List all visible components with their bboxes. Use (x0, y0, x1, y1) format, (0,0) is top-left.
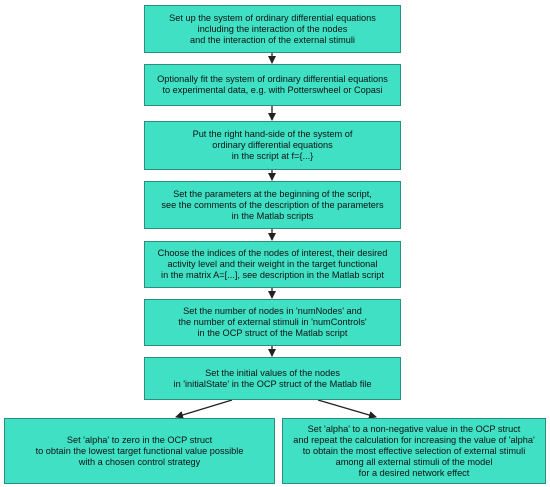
step-6-box: Set the number of nodes in 'numNodes' an… (144, 299, 401, 346)
branch-left-box: Set 'alpha' to zero in the OCP struct to… (4, 418, 275, 484)
arrow-7-right (317, 399, 377, 419)
step-7-box: Set the initial values of the nodes in '… (144, 357, 401, 400)
step-4-box: Set the parameters at the beginning of t… (144, 181, 401, 229)
step-1-box: Set up the system of ordinary differenti… (144, 5, 401, 53)
step-3-box: Put the right hand-side of the system of… (144, 121, 401, 170)
arrow-7-left (175, 399, 233, 419)
step-5-box: Choose the indices of the nodes of inter… (144, 241, 401, 288)
step-2-box: Optionally fit the system of ordinary di… (144, 64, 401, 106)
branch-right-box: Set 'alpha' to a non-negative value in t… (282, 418, 546, 484)
